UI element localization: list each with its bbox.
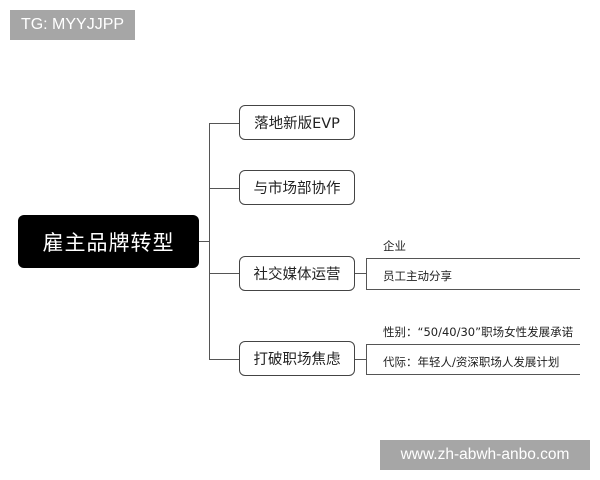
- branch-node-marketing[interactable]: 与市场部协作: [239, 170, 355, 205]
- leaf-employee-sharing[interactable]: 员工主动分享: [383, 269, 452, 283]
- underline-anxiety-child-2: [366, 374, 580, 376]
- underline-social-child-2: [366, 289, 580, 291]
- leaf-gender[interactable]: 性别：“50/40/30”职场女性发展承诺: [383, 325, 574, 339]
- watermark-top: TG: MYYJJPP: [10, 10, 135, 40]
- branch-node-evp[interactable]: 落地新版EVP: [239, 105, 355, 140]
- connector-anxiety-vertical: [366, 344, 368, 375]
- connector-branch-1: [209, 123, 239, 125]
- branch-node-anxiety[interactable]: 打破职场焦虑: [239, 341, 355, 376]
- watermark-bottom: www.zh-abwh-anbo.com: [380, 440, 590, 470]
- root-node[interactable]: 雇主品牌转型: [18, 215, 199, 268]
- connector-branch-2: [209, 188, 239, 190]
- underline-anxiety-child-1: [366, 344, 580, 346]
- leaf-enterprise[interactable]: 企业: [383, 239, 406, 253]
- branch-node-social-media[interactable]: 社交媒体运营: [239, 256, 355, 291]
- connector-anxiety-stub: [355, 359, 367, 361]
- connector-branch-4: [209, 359, 239, 361]
- connector-root: [199, 241, 209, 243]
- leaf-generation[interactable]: 代际：年轻人/资深职场人发展计划: [383, 355, 560, 369]
- connector-social-vertical: [366, 258, 368, 289]
- connector-trunk: [209, 123, 211, 360]
- connector-social-stub: [355, 273, 367, 275]
- connector-branch-3: [209, 273, 239, 275]
- underline-social-child-1: [366, 258, 580, 260]
